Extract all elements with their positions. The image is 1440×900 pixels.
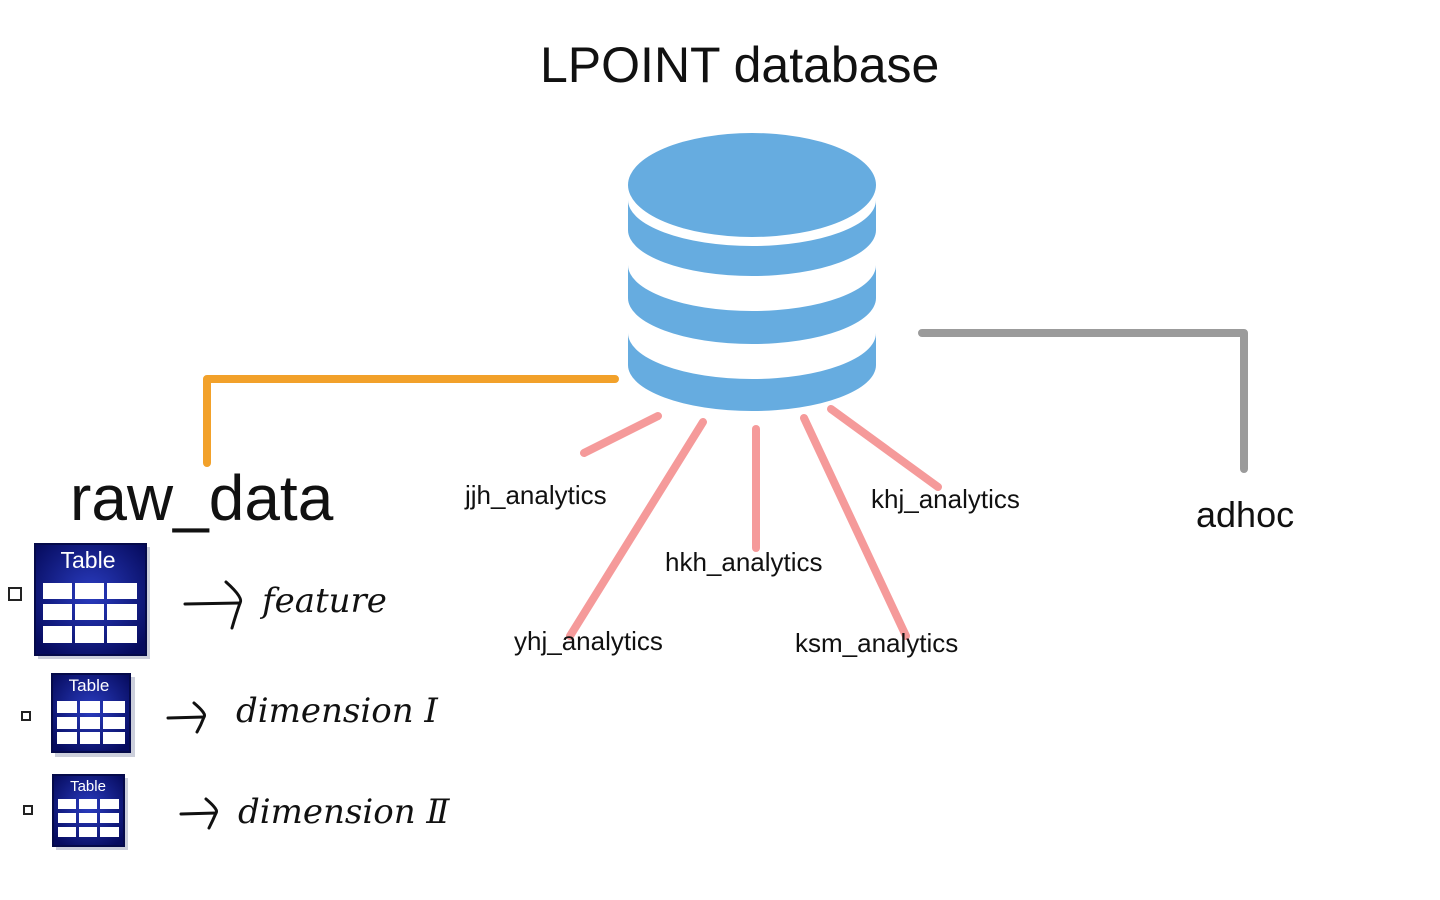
- diagram-title: LPOINT database: [540, 37, 940, 93]
- connector-khj: [827, 405, 942, 491]
- svg-text:Table: Table: [70, 778, 106, 795]
- connector-yhj: [566, 418, 707, 640]
- table-icon: Table: [51, 673, 135, 757]
- table-target-label: dimension Ⅰ: [236, 691, 438, 731]
- adhoc-connector: [918, 329, 1248, 473]
- checkbox-icon[interactable]: [23, 805, 33, 815]
- table-target-label: feature: [262, 581, 387, 621]
- table-target-label: dimension Ⅱ: [238, 792, 450, 832]
- raw-data-label: raw_data: [70, 462, 334, 534]
- analytics-connectors: [566, 405, 942, 640]
- analytics-label-khj: khj_analytics: [871, 484, 1020, 514]
- analytics-label-ksm: ksm_analytics: [795, 628, 959, 658]
- connector-jjh: [580, 412, 662, 457]
- analytics-label-jjh: jjh_analytics: [465, 480, 607, 510]
- arrow-icon: [166, 701, 206, 734]
- arrow-icon: [183, 580, 243, 630]
- analytics-label-hkh: hkh_analytics: [665, 547, 823, 577]
- table-icon: Table: [34, 543, 150, 659]
- analytics-label-yhj: yhj_analytics: [514, 626, 663, 656]
- adhoc-label: adhoc: [1196, 494, 1295, 535]
- table-icon: Table: [52, 774, 128, 850]
- checkbox-icon[interactable]: [8, 587, 22, 601]
- svg-text:Table: Table: [69, 676, 110, 695]
- svg-text:Table: Table: [61, 547, 116, 573]
- checkbox-icon[interactable]: [21, 711, 31, 721]
- database-icon: [628, 133, 876, 411]
- connector-ksm: [800, 414, 910, 640]
- raw-data-connector: [203, 375, 619, 467]
- arrow-icon: [179, 797, 218, 830]
